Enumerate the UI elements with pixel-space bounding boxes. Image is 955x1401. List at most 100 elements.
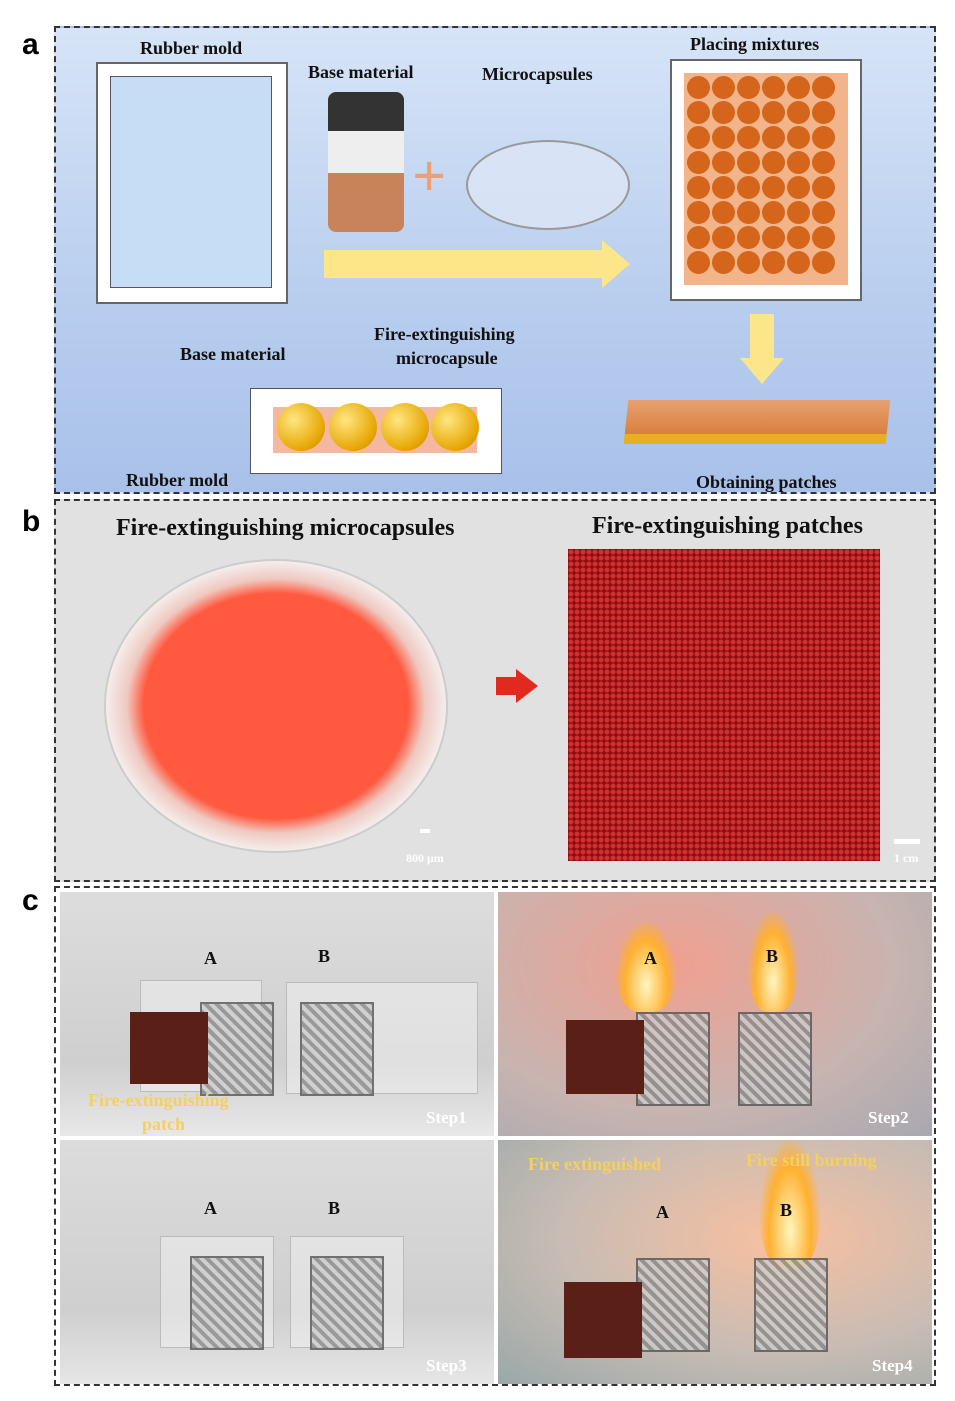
capsule-dot	[712, 101, 735, 124]
base-material-label: Base material	[308, 62, 414, 82]
capsule-dot	[712, 201, 735, 224]
capsule-dot	[737, 126, 760, 149]
label-b: B	[318, 946, 331, 966]
patch-label-1: Fire-extinguishing	[88, 1090, 229, 1110]
patch	[566, 1020, 644, 1094]
rubber-mold-label: Rubber mold	[140, 38, 243, 58]
step-label: Step1	[426, 1108, 467, 1127]
capsule-dot	[812, 251, 835, 274]
capsule-dot	[762, 176, 785, 199]
capsule-dot	[737, 76, 760, 99]
capsule-dot	[787, 151, 810, 174]
patch-photo	[568, 549, 880, 861]
panel-label-b: b	[22, 505, 41, 538]
microcapsules-title: Fire-extinguishing microcapsules	[116, 515, 455, 541]
rubber-mold	[96, 62, 288, 304]
capsule-dot	[712, 176, 735, 199]
photo-step1: A B Fire-extinguishing patch Step1	[60, 892, 494, 1136]
obtained-patch	[623, 400, 891, 444]
capsule-dot	[712, 126, 735, 149]
capsule-dot	[787, 76, 810, 99]
arrow-right-red-icon	[496, 677, 518, 695]
patch	[130, 1012, 208, 1084]
capsule-dot	[812, 126, 835, 149]
capsule-dot	[787, 226, 810, 249]
capsule-dot	[787, 251, 810, 274]
placing-mixtures-label: Placing mixtures	[690, 34, 820, 54]
capsule-dot	[687, 251, 710, 274]
photo-step3: A B Step3	[60, 1140, 494, 1384]
panel-a: Rubber mold Base material + Microcapsule…	[54, 26, 936, 494]
petri-dish	[466, 140, 630, 230]
rubber-mold-label-2: Rubber mold	[126, 470, 229, 490]
capsule-dot	[712, 151, 735, 174]
label-a: A	[656, 1202, 669, 1222]
capsule-dot	[737, 176, 760, 199]
capsule-dot	[787, 101, 810, 124]
capsule-dot	[762, 151, 785, 174]
capsule-dot	[687, 201, 710, 224]
capsule-dot	[712, 226, 735, 249]
fire-ext-microcapsule-label-1: Fire-extinguishing	[374, 324, 515, 344]
capsule-dot	[687, 151, 710, 174]
capsule-dot	[737, 201, 760, 224]
arrow-right-icon	[324, 250, 614, 278]
patch-label-2: patch	[142, 1114, 186, 1134]
capsule-dot	[812, 176, 835, 199]
microcapsules-label: Microcapsules	[482, 64, 593, 84]
patches-title: Fire-extinguishing patches	[592, 513, 863, 539]
step-label: Step2	[868, 1108, 909, 1127]
capsule-dot	[762, 201, 785, 224]
cross-section	[250, 388, 502, 474]
scale-bar-right	[894, 839, 920, 844]
photo-step2: A B Step2	[498, 892, 932, 1136]
fire-ext-microcapsule-label-2: microcapsule	[396, 348, 498, 368]
microcapsules-photo	[104, 559, 448, 853]
patch	[564, 1282, 642, 1358]
capsule-dot	[687, 226, 710, 249]
capsule-dot	[687, 176, 710, 199]
capsule-dot	[712, 76, 735, 99]
step-label: Step4	[872, 1356, 913, 1375]
capsule-dot	[787, 176, 810, 199]
plus-icon: +	[412, 143, 447, 209]
capsule-dot	[737, 251, 760, 274]
capsule-dot	[737, 151, 760, 174]
capsule-dot	[687, 101, 710, 124]
scale-bar-left	[420, 829, 430, 833]
capsule-dot	[812, 201, 835, 224]
capsule-dot	[787, 201, 810, 224]
capsule-dot	[762, 226, 785, 249]
base-material-label-2: Base material	[180, 344, 286, 364]
label-b: B	[780, 1200, 793, 1220]
capsule-dot	[812, 76, 835, 99]
capsule-dot	[737, 226, 760, 249]
capsule-dot	[762, 76, 785, 99]
scale-label-left: 800 μm	[406, 851, 444, 865]
capsule-dot	[812, 101, 835, 124]
scale-label-right: 1 cm	[894, 851, 919, 865]
capsule-dot	[687, 76, 710, 99]
panel-c: A B Fire-extinguishing patch Step1 A B S…	[54, 886, 936, 1386]
fire-still-burning-label: Fire still burning	[746, 1150, 877, 1170]
capsule-dot	[762, 251, 785, 274]
label-a: A	[644, 948, 657, 968]
capsule-dot	[762, 126, 785, 149]
capsule-dot	[762, 101, 785, 124]
photo-step4: A B Fire extinguished Fire still burning…	[498, 1140, 932, 1384]
label-b: B	[766, 946, 779, 966]
capsule-dot	[787, 126, 810, 149]
step-label: Step3	[426, 1356, 467, 1375]
fire-extinguished-label: Fire extinguished	[528, 1154, 662, 1174]
label-b: B	[328, 1198, 341, 1218]
label-a: A	[204, 1198, 217, 1218]
panel-b: Fire-extinguishing microcapsules Fire-ex…	[54, 499, 936, 882]
capsule-dot	[812, 151, 835, 174]
capsule-dot	[737, 101, 760, 124]
panel-label-c: c	[22, 884, 39, 917]
label-a: A	[204, 948, 217, 968]
panel-label-a: a	[22, 28, 39, 61]
obtaining-patches-label: Obtaining patches	[696, 472, 837, 492]
capsule-dot	[687, 126, 710, 149]
